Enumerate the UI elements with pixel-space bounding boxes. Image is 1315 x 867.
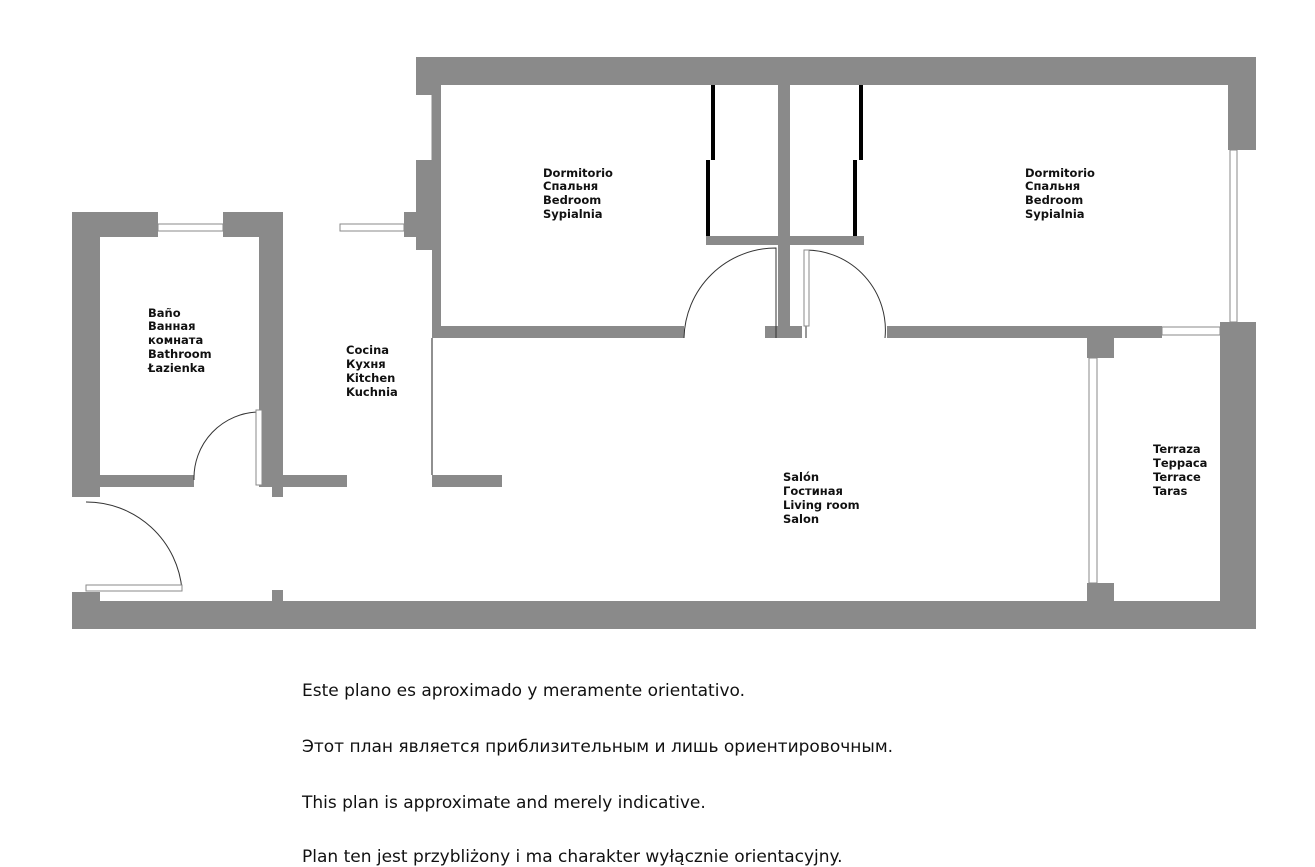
room-label-line: Терраса — [1153, 456, 1207, 470]
room-label-line: Кухня — [346, 357, 386, 371]
room-label-line: Łazienka — [147, 361, 205, 375]
wall-bedroom-bottom-left — [432, 326, 684, 338]
interior-walls — [100, 85, 1256, 603]
disclaimer-polish: Plan ten jest przybliżony i ma charakter… — [302, 847, 843, 867]
door-bedroom-left — [683, 247, 777, 339]
wall-top-bathroom-a — [72, 212, 158, 237]
wall-bath-bottom-b — [263, 475, 347, 487]
wall-stub-bottom — [272, 590, 283, 602]
room-label-line: Taras — [1153, 484, 1188, 498]
room-label-line: Гостиная — [783, 484, 843, 498]
room-label-line: Спальня — [1025, 179, 1080, 193]
window-terrace-left — [1088, 357, 1098, 584]
wall-terrace-pier-top — [1087, 335, 1114, 358]
wardrobe-door-right-a — [859, 85, 863, 160]
window-bathroom — [157, 223, 224, 232]
door-leaf-entrance — [85, 584, 183, 592]
wall-right-bedroom — [1228, 57, 1256, 150]
room-label-line: Bedroom — [1025, 193, 1083, 207]
room-label-living-room: Salón Гостиная Living room Salon — [783, 470, 860, 526]
wall-bedroom-left-inner — [432, 85, 441, 338]
wall-bath-kitchen — [259, 237, 283, 487]
door-leaf-bedroom-right — [803, 249, 810, 327]
window-terrace-top — [1161, 326, 1221, 336]
wardrobe-door-left-a — [711, 85, 715, 160]
room-label-line: Living room — [783, 498, 860, 512]
room-label-line: Terraza — [1153, 442, 1201, 456]
wall-terrace-top-right — [1220, 322, 1256, 352]
wardrobe-door-left-b — [706, 160, 710, 236]
wall-kitchen-stub — [432, 475, 502, 487]
floor-plan: Dormitorio Спальня Bedroom Sypialnia Dor… — [72, 57, 1256, 629]
room-label-bedroom-right: Dormitorio Спальня Bedroom Sypialnia — [1025, 166, 1095, 221]
room-label-line: Kuchnia — [346, 385, 398, 399]
disclaimer-english: This plan is approximate and merely indi… — [302, 793, 706, 813]
wall-stub-small — [272, 487, 283, 497]
room-label-line: Bedroom — [543, 193, 601, 207]
door-entrance — [85, 501, 183, 591]
room-label-bedroom-left: Dormitorio Спальня Bedroom Sypialnia — [543, 166, 613, 221]
door-bedroom-right — [805, 249, 886, 339]
room-label-line: Baño — [148, 306, 181, 320]
window-bedroom-right — [1229, 149, 1238, 323]
room-label-line: Sypialnia — [543, 207, 603, 221]
room-label-line: Salón — [783, 470, 819, 484]
outer-walls — [72, 57, 1256, 629]
wall-wardrobe-bottom — [706, 236, 864, 245]
room-label-line: Dormitorio — [543, 166, 613, 180]
wall-top-bathroom-b — [223, 212, 283, 237]
room-label-kitchen: Cocina Кухня Kitchen Kuchnia — [346, 343, 398, 399]
room-label-line: Cocina — [346, 343, 389, 357]
room-label-bathroom: Baño Ванная комната Bathroom Łazienka — [147, 306, 212, 375]
room-label-line: Спальня — [543, 179, 598, 193]
room-label-line: Terrace — [1153, 470, 1201, 484]
wall-divider-base — [765, 326, 802, 338]
wall-left-bottom — [72, 592, 100, 629]
wardrobe-door-right-b — [853, 160, 857, 236]
room-label-line: Bathroom — [148, 347, 212, 361]
wall-left-top — [72, 212, 100, 497]
room-label-line: Dormitorio — [1025, 166, 1095, 180]
disclaimer-spanish: Este plano es aproximado y meramente ori… — [302, 681, 746, 701]
wall-bath-bottom-a — [100, 475, 194, 487]
window-kitchen — [339, 223, 405, 232]
wall-top-bedrooms — [416, 57, 1256, 85]
room-label-line: Kitchen — [346, 371, 395, 385]
wall-bottom — [72, 601, 1256, 629]
wall-bedroom-divider — [778, 85, 790, 338]
room-label-line: Salon — [783, 512, 819, 526]
wall-bedroom-bottom-right — [887, 326, 1077, 338]
room-label-line: комната — [148, 333, 203, 347]
wall-terrace-pier-bottom — [1087, 583, 1114, 603]
wardrobes — [706, 85, 863, 236]
room-label-line: Ванная — [148, 319, 196, 333]
room-label-terrace: Terraza Терраса Terrace Taras — [1153, 442, 1207, 498]
door-leaf-bathroom — [255, 409, 263, 486]
disclaimer-russian: Этот план является приблизительным и лиш… — [302, 737, 894, 757]
room-label-line: Sypialnia — [1025, 207, 1085, 221]
wall-right-terrace — [1220, 322, 1256, 629]
doors — [85, 247, 886, 592]
door-bathroom — [193, 411, 260, 481]
